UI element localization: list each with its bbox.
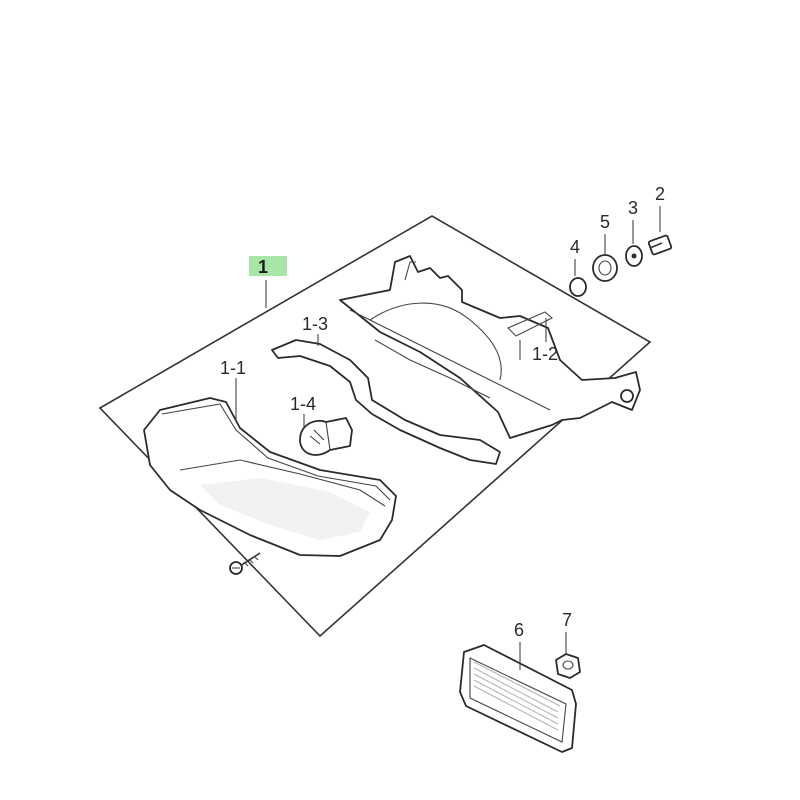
gasket xyxy=(271,339,501,465)
callout-1-label: 1 xyxy=(258,257,268,277)
callout-3-label: 3 xyxy=(628,198,638,218)
reflector xyxy=(459,644,577,753)
washer xyxy=(625,245,643,267)
callout-7-label: 7 xyxy=(562,610,572,630)
lens xyxy=(143,397,397,557)
callout-4-label: 4 xyxy=(570,237,580,257)
callout-5-label: 5 xyxy=(600,212,610,232)
callout-1-highlight xyxy=(249,256,287,276)
lamp-housing xyxy=(339,255,641,439)
lens-screw xyxy=(229,552,261,575)
grommet xyxy=(592,254,618,282)
bulb xyxy=(299,417,353,456)
nut xyxy=(555,653,581,679)
collar xyxy=(569,277,587,297)
callout-1-3-label: 1-3 xyxy=(302,314,328,334)
callout-2-label: 2 xyxy=(655,184,665,204)
assembly-boundary xyxy=(98,215,652,638)
bolt xyxy=(647,234,673,256)
callout-6-label: 6 xyxy=(514,620,524,640)
callout-1-4-label: 1-4 xyxy=(290,394,316,414)
callout-1-1-label: 1-1 xyxy=(220,358,246,378)
callout-1-2-label: 1-2 xyxy=(532,344,558,364)
